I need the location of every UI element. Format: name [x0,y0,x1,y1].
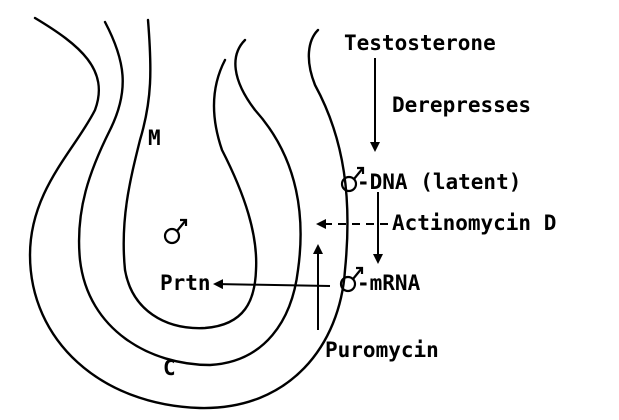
testosterone-label: Testosterone [344,31,496,55]
mrna-label: -mRNA [357,271,421,295]
cell-outlines [30,18,347,408]
protein-label: Prtn [160,271,211,295]
c-label: C [163,356,176,380]
m-label: M [148,126,161,150]
actinomycin-label: Actinomycin D [392,211,556,235]
dna-label: -DNA (latent) [357,170,521,194]
male-icon [165,220,186,243]
derepresses-label: Derepresses [392,93,531,117]
puromycin-label: Puromycin [325,338,439,362]
mrna-to-protein-arrow [215,284,330,286]
middle-membrane [79,22,301,365]
